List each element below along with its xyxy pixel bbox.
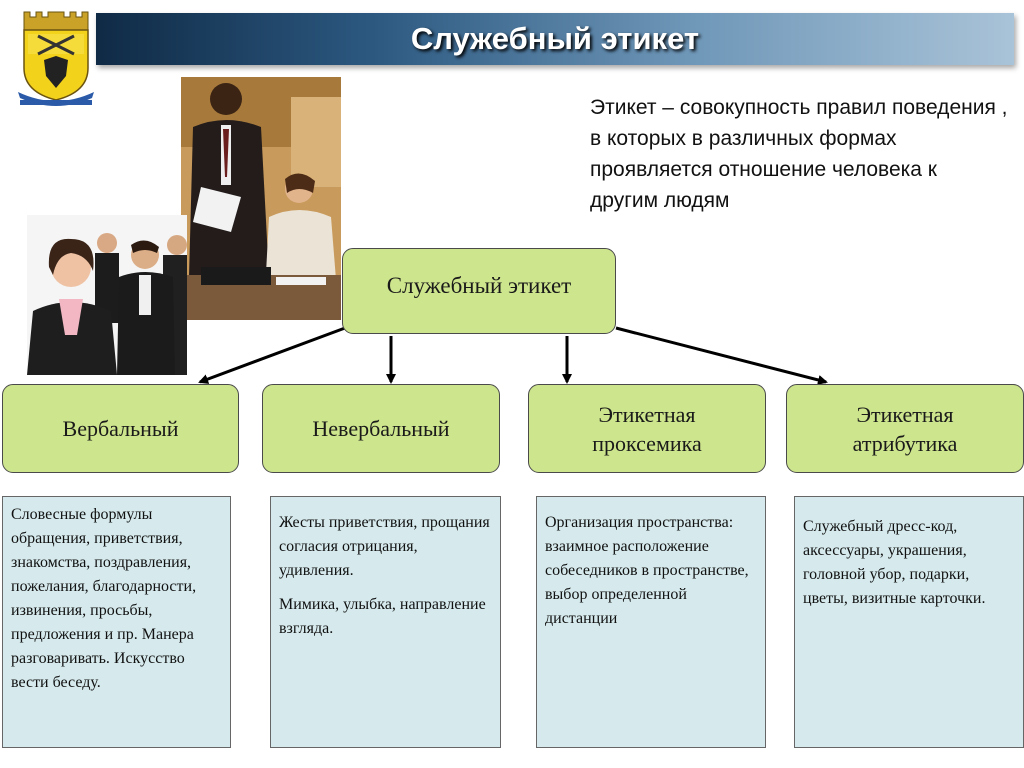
description-box-verbal: Словесные формулы обращения, приветствия… [2,496,231,748]
branch-label: Вербальный [62,416,179,441]
description-box-proxemics: Организация пространства: взаимное распо… [536,496,766,748]
branch-node-attributes: Этикетная атрибутика [786,384,1024,473]
description-text: Жесты приветствия, прощания согласия отр… [279,514,490,579]
description-text: Словесные формулы обращения, приветствия… [11,506,197,691]
page-title: Служебный этикет [410,21,700,56]
root-node-label: Служебный этикет [386,272,572,298]
branch-label-line-1: Этикетная [598,401,696,427]
branch-label: Невербальный [312,416,450,441]
business-team-photo [27,215,187,375]
description-box-nonverbal: Жесты приветствия, прощания согласия отр… [270,496,501,748]
coat-of-arms-icon [14,6,98,106]
branch-label-line-2: проксемика [592,430,702,456]
description-box-attributes: Служебный дресс-код, аксессуары, украшен… [794,496,1024,748]
description-text: Организация пространства: взаимное распо… [545,514,749,627]
definition-text: Этикет – совокупность правил поведения ,… [590,96,1008,212]
description-text: Мимика, улыбка, направление взгляда. [279,596,486,637]
office-meeting-photo [181,77,341,320]
title-bar [96,13,1014,65]
root-node: Служебный этикет [342,248,616,334]
branch-label-line-1: Этикетная [856,401,954,427]
description-text: Служебный дресс-код, аксессуары, украшен… [803,518,986,607]
arrow-to-attributes [615,326,828,385]
branch-node-verbal: Вербальный [2,384,239,473]
branch-node-proxemics: Этикетная проксемика [528,384,766,473]
branch-node-nonverbal: Невербальный [262,384,500,473]
arrow-to-verbal [198,326,346,384]
branch-label-line-2: атрибутика [852,430,958,456]
